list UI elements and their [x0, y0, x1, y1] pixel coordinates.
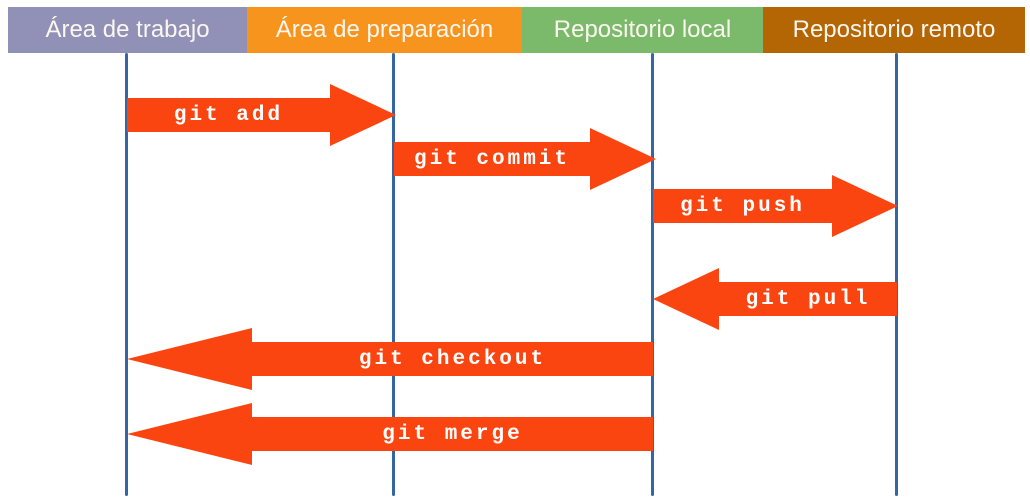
arrowhead-right-icon	[832, 175, 898, 237]
arrow-label: git checkout	[358, 347, 547, 371]
arrowhead-right-icon	[330, 84, 396, 146]
column-header-label: Área de preparación	[275, 16, 494, 43]
column-header-area-de-preparacion: Área de preparación	[247, 7, 522, 53]
lifeline-repositorio-remoto	[895, 53, 898, 496]
arrowhead-left-icon	[127, 328, 252, 390]
arrow-label: git merge	[382, 422, 523, 446]
arrow-label: git commit	[413, 147, 571, 171]
column-header-repositorio-local: Repositorio local	[522, 7, 763, 53]
arrow-body: git merge	[252, 417, 653, 451]
arrow-body: git push	[653, 189, 832, 223]
arrowhead-right-icon	[590, 128, 656, 190]
arrow-body: git pull	[719, 282, 897, 316]
column-header-repositorio-remoto: Repositorio remoto	[763, 7, 1025, 53]
arrow-body: git add	[127, 98, 330, 132]
column-header-label: Repositorio remoto	[792, 16, 996, 43]
arrow-body: git commit	[394, 142, 590, 176]
lifeline-repositorio-local	[651, 53, 654, 496]
arrow-label: git push	[680, 194, 805, 218]
arrow-body: git checkout	[252, 342, 653, 376]
lifeline-area-de-trabajo	[125, 53, 128, 496]
column-header-label: Repositorio local	[553, 16, 732, 43]
arrowhead-left-icon	[127, 403, 252, 465]
column-header-area-de-trabajo: Área de trabajo	[8, 7, 247, 53]
arrow-label: git pull	[745, 287, 871, 311]
lifeline-area-de-preparacion	[392, 53, 395, 496]
column-header-label: Área de trabajo	[45, 16, 210, 43]
arrowhead-left-icon	[653, 268, 719, 330]
arrow-label: git add	[173, 103, 284, 127]
